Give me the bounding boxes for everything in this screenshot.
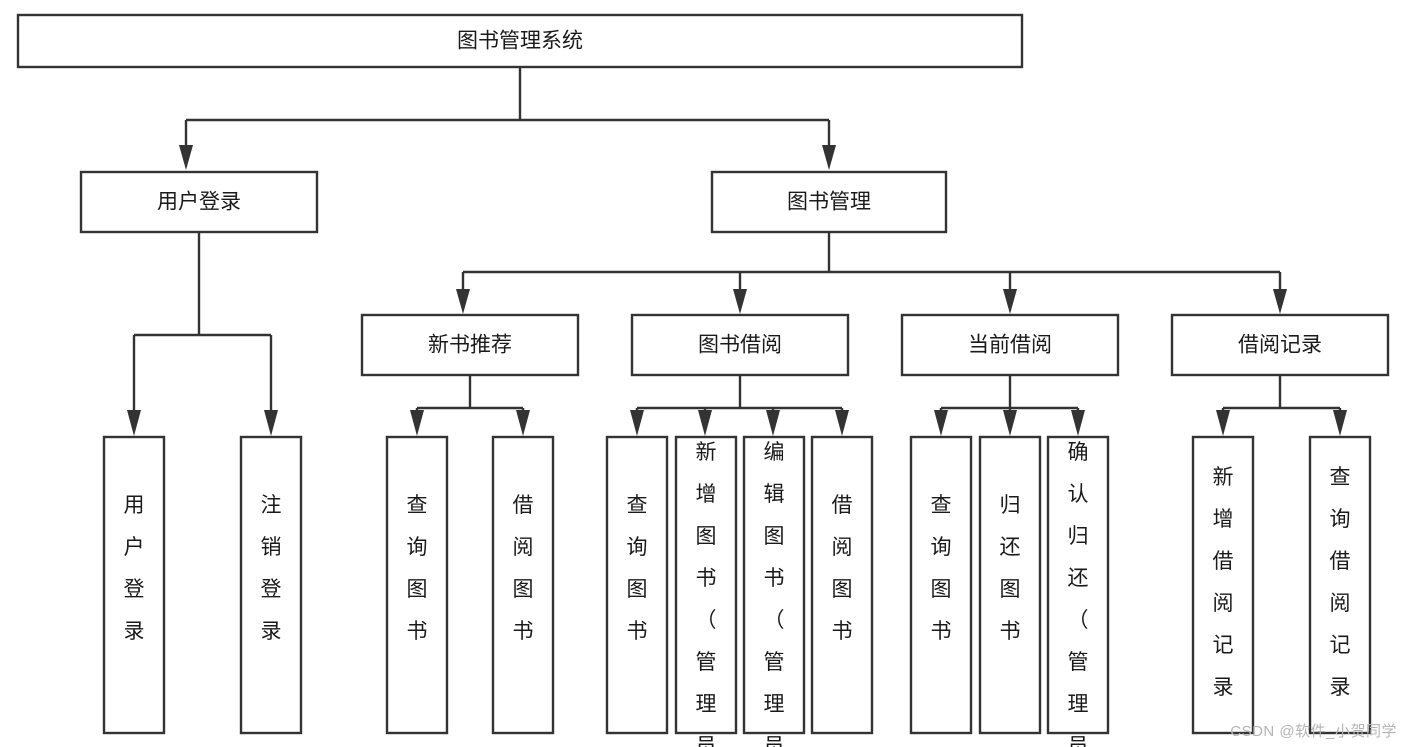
arrow-head-book-borrow-leaf-1 xyxy=(698,410,712,436)
node-root[interactable]: 图书管理系统 xyxy=(16,13,1024,69)
leaf-book-borrow-0[interactable]: 查询图书 xyxy=(605,435,669,735)
leaf-user-login-1[interactable]: 注销登录 xyxy=(239,435,303,735)
node-book-borrow-label: 图书借阅 xyxy=(698,334,782,357)
leaf-borrow-record-0-label: 新增借阅记录 xyxy=(1213,466,1234,699)
node-root-label: 图书管理系统 xyxy=(457,30,583,53)
leaf-book-borrow-3-box[interactable] xyxy=(810,435,874,735)
leaf-user-login-0-box[interactable] xyxy=(102,435,166,735)
node-current-borrow-label: 当前借阅 xyxy=(968,334,1052,357)
arrow-head-borrow-record-leaf-1 xyxy=(1333,410,1347,436)
connector-layer xyxy=(127,67,1347,436)
node-book-management-box[interactable] xyxy=(710,170,948,234)
leaf-book-borrow-2-box[interactable] xyxy=(742,435,806,735)
arrow-head-book-borrow-leaf-2 xyxy=(766,410,780,436)
arrow-head-book-borrow-leaf-0 xyxy=(630,410,644,436)
node-borrow-record-label: 借阅记录 xyxy=(1238,334,1322,357)
arrow-head-current-borrow-leaf-1 xyxy=(1003,410,1017,436)
node-new-book-recommend-box[interactable] xyxy=(360,313,580,377)
arrow-head-book-borrow-leaf-3 xyxy=(835,410,849,436)
leaf-current-borrow-0[interactable]: 查询图书 xyxy=(909,435,973,735)
node-book-borrow-box[interactable] xyxy=(630,313,850,377)
node-new-book-recommend[interactable]: 新书推荐 xyxy=(360,313,580,377)
leaf-book-borrow-1-box[interactable] xyxy=(674,435,738,735)
arrow-head-current-borrow xyxy=(1003,289,1017,314)
leaf-new-book-recommend-0[interactable]: 查询图书 xyxy=(385,435,449,735)
arrow-head-borrow-record xyxy=(1273,289,1287,314)
leaf-new-book-recommend-1-label: 借阅图书 xyxy=(513,494,534,643)
arrow-head-new-book-leaf-0 xyxy=(410,410,424,436)
leaf-new-book-recommend-1[interactable]: 借阅图书 xyxy=(491,435,555,735)
leaf-borrow-record-1-box[interactable] xyxy=(1308,435,1372,735)
node-root-box[interactable] xyxy=(16,13,1024,69)
leaf-current-borrow-2-label: 确认归还（管理员） xyxy=(1068,441,1089,747)
arrow-head-book-mgmt xyxy=(822,145,836,170)
node-user-login-box[interactable] xyxy=(79,170,319,234)
node-user-login-label: 用户登录 xyxy=(157,191,241,214)
arrow-head-current-borrow-leaf-2 xyxy=(1071,410,1085,436)
arrow-head-user-login xyxy=(179,145,193,170)
leaf-book-borrow-3[interactable]: 借阅图书 xyxy=(810,435,874,735)
leaf-book-borrow-0-box[interactable] xyxy=(605,435,669,735)
leaf-current-borrow-1[interactable]: 归还图书 xyxy=(978,435,1042,735)
leaf-borrow-record-0-box[interactable] xyxy=(1191,435,1255,735)
arrow-head-new-book-leaf-1 xyxy=(516,410,530,436)
leaf-user-login-0-label: 用户登录 xyxy=(124,494,145,643)
node-book-borrow[interactable]: 图书借阅 xyxy=(630,313,850,377)
leaf-user-login-1-label: 注销登录 xyxy=(261,494,282,643)
leaf-borrow-record-0[interactable]: 新增借阅记录 xyxy=(1191,435,1255,735)
node-borrow-record-box[interactable] xyxy=(1170,313,1390,377)
leaf-current-borrow-0-box[interactable] xyxy=(909,435,973,735)
arrow-head-book-borrow xyxy=(733,289,747,314)
leaf-new-book-recommend-1-box[interactable] xyxy=(491,435,555,735)
node-new-book-recommend-label: 新书推荐 xyxy=(428,334,512,357)
leaf-book-borrow-1[interactable]: 新增图书（管理员） xyxy=(674,435,738,747)
leaf-borrow-record-1-label: 查询借阅记录 xyxy=(1330,466,1351,699)
leaf-book-borrow-3-label: 借阅图书 xyxy=(832,494,853,643)
leaf-new-book-recommend-0-box[interactable] xyxy=(385,435,449,735)
leaf-current-borrow-2-box[interactable] xyxy=(1046,435,1110,735)
leaf-borrow-record-1[interactable]: 查询借阅记录 xyxy=(1308,435,1372,735)
leaf-book-borrow-1-label: 新增图书（管理员） xyxy=(696,441,717,747)
leaf-user-login-0[interactable]: 用户登录 xyxy=(102,435,166,735)
arrow-head-new-book-recommend xyxy=(456,289,470,314)
leaf-current-borrow-1-label: 归还图书 xyxy=(1000,494,1021,643)
arrow-head-current-borrow-leaf-0 xyxy=(934,410,948,436)
node-borrow-record[interactable]: 借阅记录 xyxy=(1170,313,1390,377)
arrow-head-borrow-record-leaf-0 xyxy=(1216,410,1230,436)
leaf-user-login-1-box[interactable] xyxy=(239,435,303,735)
node-book-management[interactable]: 图书管理 xyxy=(710,170,948,234)
leaf-new-book-recommend-0-label: 查询图书 xyxy=(407,494,428,643)
node-user-login[interactable]: 用户登录 xyxy=(79,170,319,234)
leaf-book-borrow-2-label: 编辑图书（管理员） xyxy=(764,441,785,747)
arrow-head-user-login-leaf-0 xyxy=(127,410,141,436)
leaf-book-borrow-0-label: 查询图书 xyxy=(627,494,648,643)
arrow-head-user-login-leaf-1 xyxy=(264,410,278,436)
node-current-borrow[interactable]: 当前借阅 xyxy=(900,313,1120,377)
leaf-current-borrow-2[interactable]: 确认归还（管理员） xyxy=(1046,435,1110,747)
node-book-management-label: 图书管理 xyxy=(787,191,871,214)
node-current-borrow-box[interactable] xyxy=(900,313,1120,377)
leaf-book-borrow-2[interactable]: 编辑图书（管理员） xyxy=(742,435,806,747)
leaf-current-borrow-0-label: 查询图书 xyxy=(931,494,952,643)
leaf-current-borrow-1-box[interactable] xyxy=(978,435,1042,735)
